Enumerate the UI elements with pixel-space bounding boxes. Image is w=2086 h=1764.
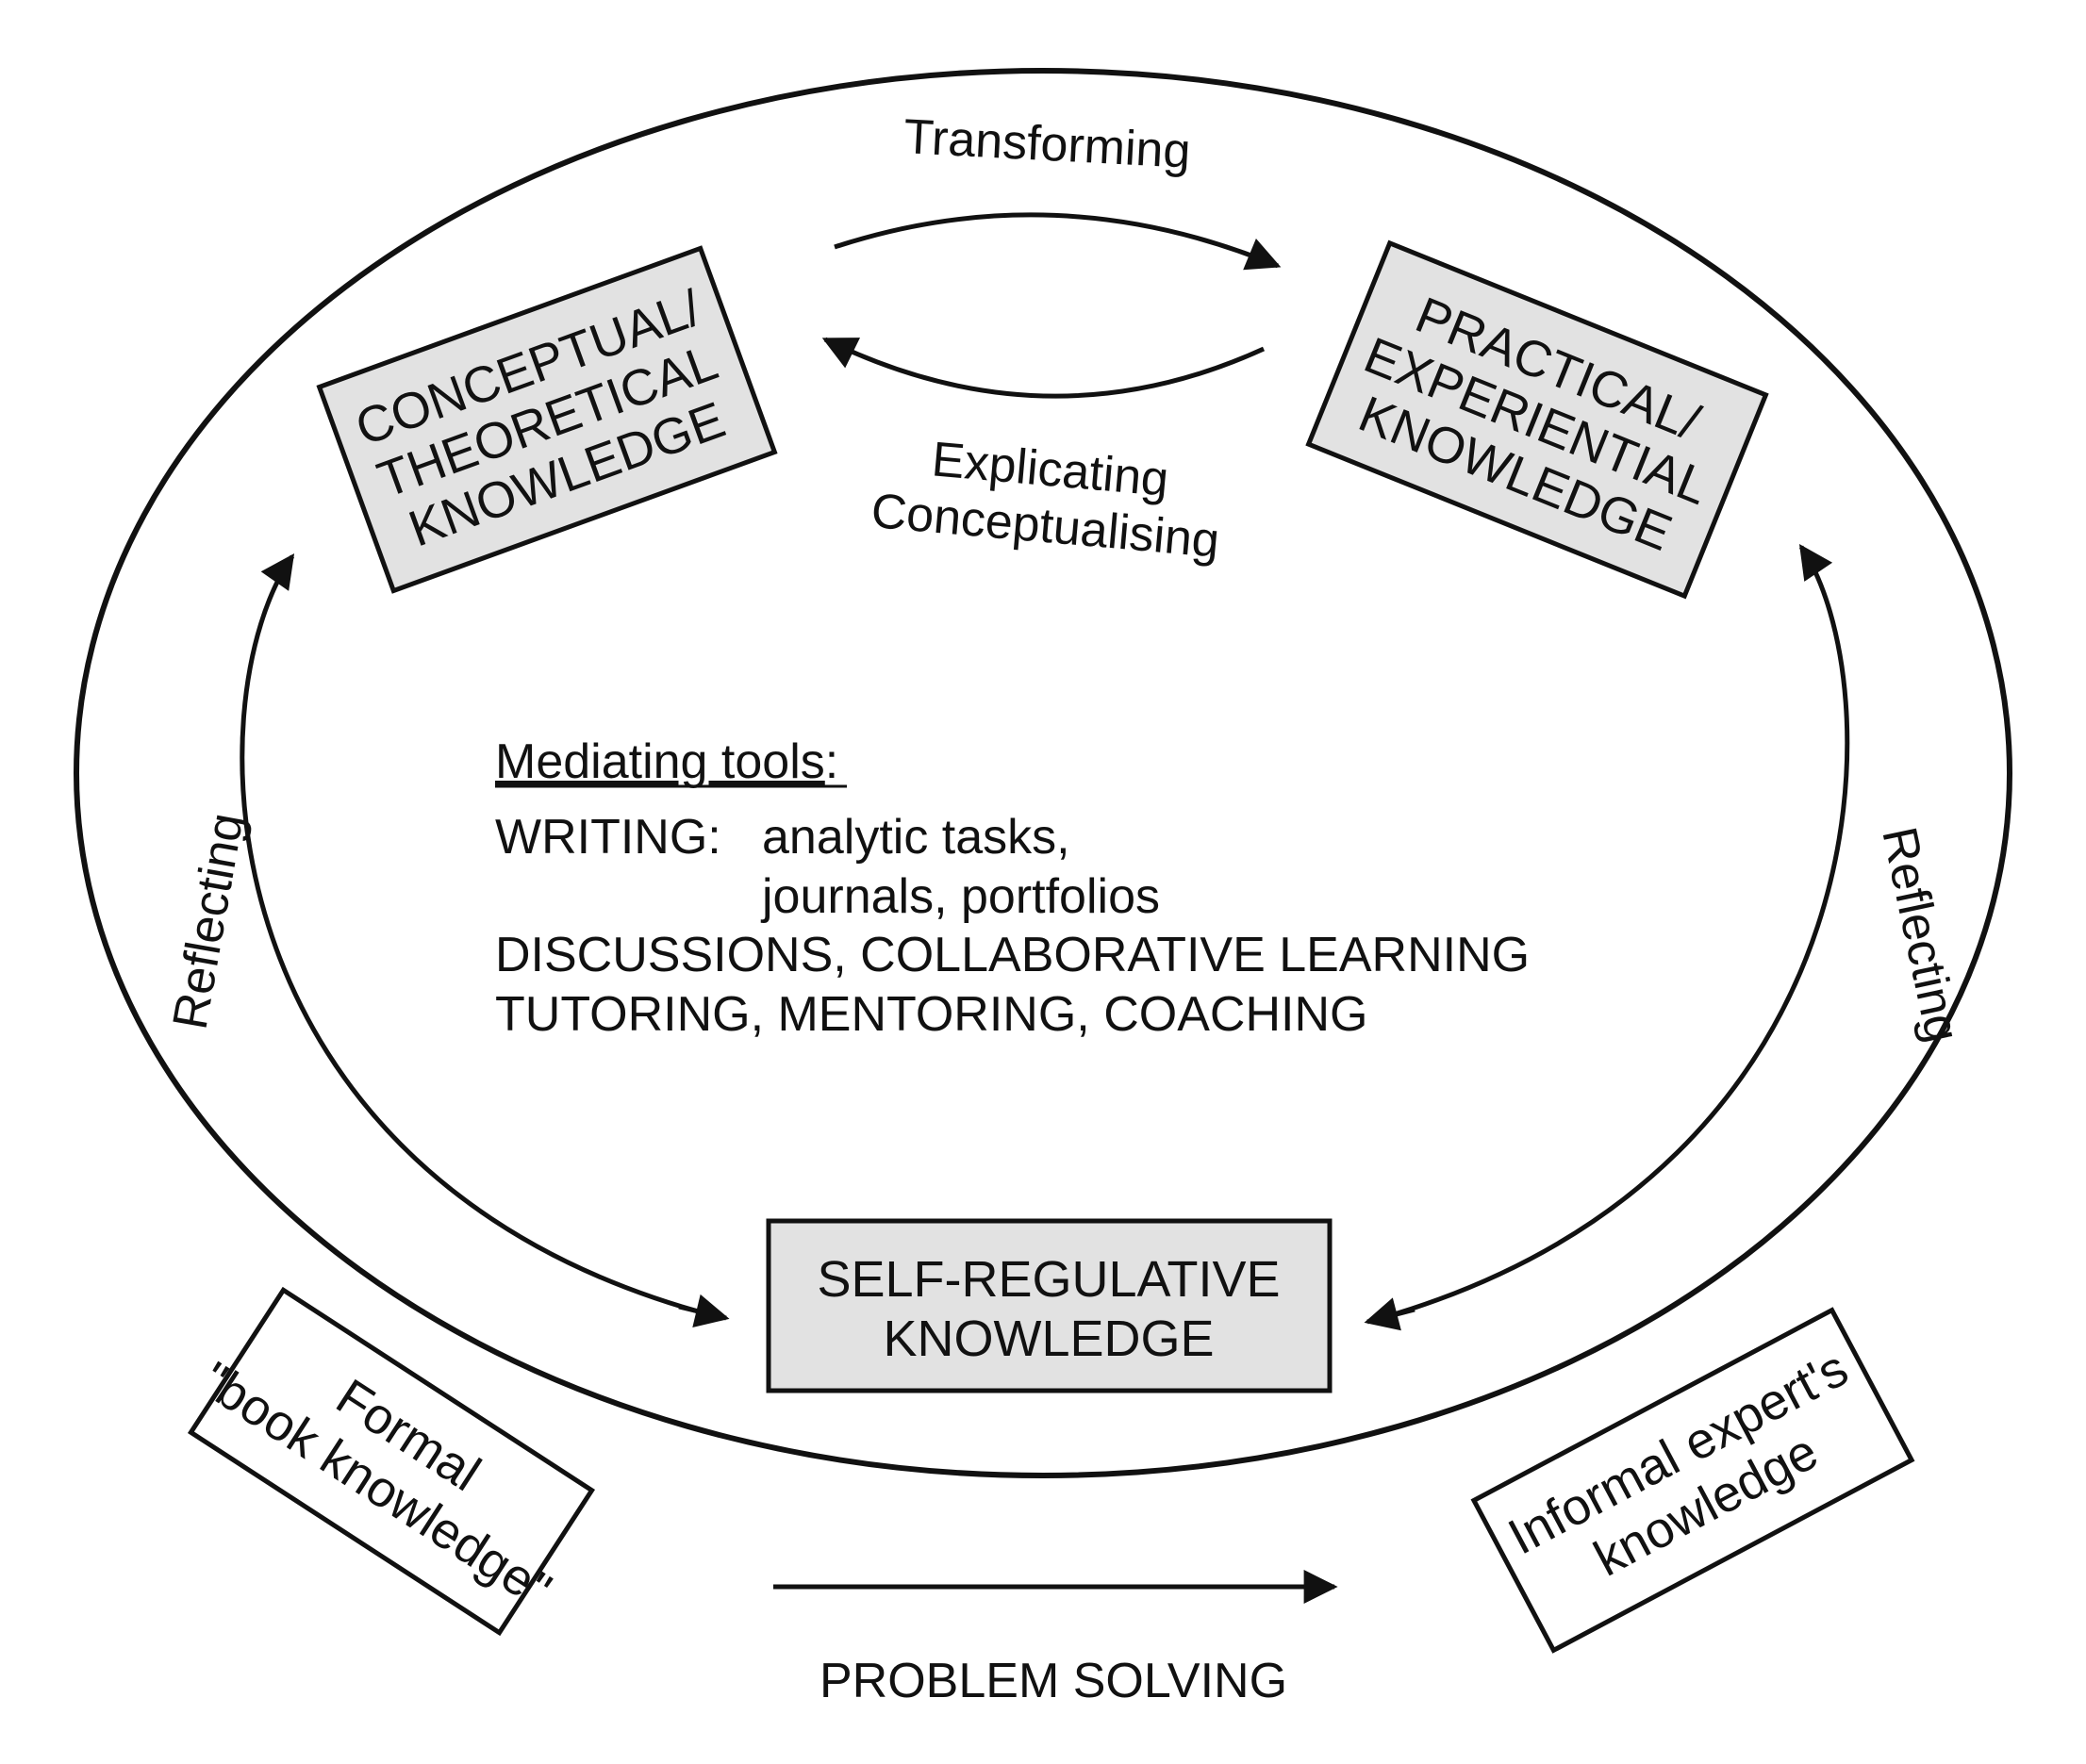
writing-item-2: journals, portfolios [760,869,1160,924]
self-regulative-box-line1: SELF-REGULATIVE [817,1251,1280,1308]
explicating-arrow [821,337,1266,399]
practical-box-rect [1305,239,1769,600]
right-reflecting-arrow-head-bottom [1364,1297,1416,1331]
conceptual-box-rect [316,245,778,594]
mediating-tools-block: Mediating tools: WRITING: analytic tasks… [495,734,1530,1042]
informal-box-rect [1470,1307,1915,1654]
mediating-line-discussions: DISCUSSIONS, COLLABORATIVE LEARNING [495,928,1530,982]
conceptual-knowledge-box: CONCEPTUAL/ THEORETICAL KNOWLEDGE [316,245,778,594]
writing-label: WRITING: [495,810,721,865]
practical-knowledge-box: PRACTICAL/ EXPERIENTIAL KNOWLEDGE [1305,239,1769,600]
mediating-heading-suffix: : [825,734,838,789]
writing-item-1: analytic tasks, [762,810,1070,865]
transforming-label: Transforming [902,109,1192,179]
right-reflecting-label: Reflecting [1871,822,1970,1047]
informal-knowledge-box: Informal expert's knowledge [1470,1307,1915,1654]
formal-knowledge-box: Formal "book knowledge" [187,1286,596,1637]
self-regulative-box-line2: KNOWLEDGE [883,1311,1214,1367]
formal-box-rect [187,1286,596,1637]
right-reflecting-arrow [1381,544,1850,1321]
outer-cycle-ellipse [74,68,2012,1478]
problem-solving-label: PROBLEM SOLVING [820,1654,1287,1708]
self-regulative-knowledge-box: SELF-REGULATIVE KNOWLEDGE [766,1218,1333,1393]
left-reflecting-arrow-head-bottom [678,1294,730,1327]
mediating-line-tutoring: TUTORING, MENTORING, COACHING [495,987,1367,1042]
self-regulative-box-rect [766,1218,1333,1393]
left-reflecting-arrow [240,553,713,1318]
mediating-heading-text: Mediating tools [495,734,825,789]
transforming-arrow [834,212,1282,271]
left-reflecting-label: Reflecting [163,809,255,1033]
mediating-heading: Mediating tools: [495,734,838,789]
